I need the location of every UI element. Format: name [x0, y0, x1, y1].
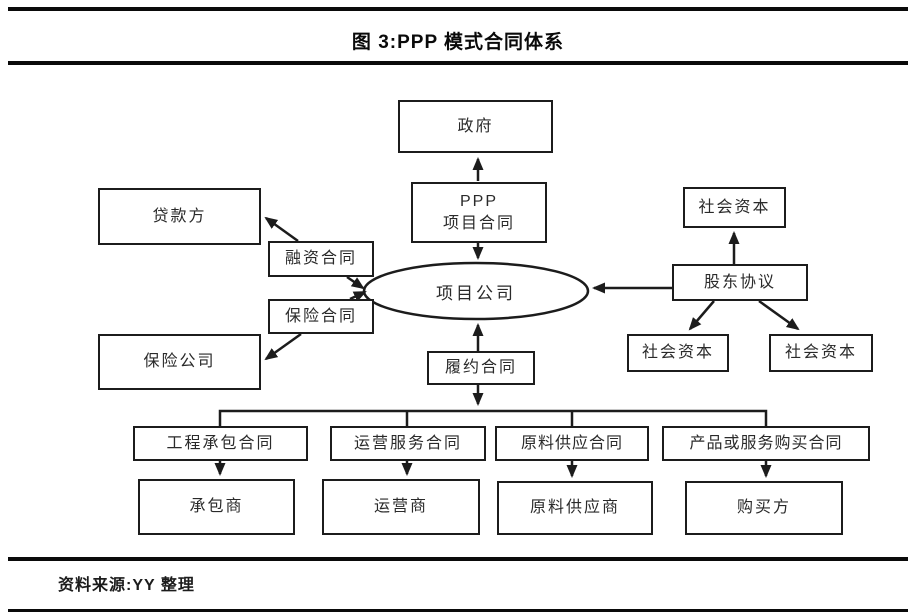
arrow-financing-to-project-company — [346, 275, 365, 290]
bottom-connector-rail — [218, 409, 768, 426]
footer-top-rule — [8, 557, 908, 561]
node-product-service-purchase-contract: 产品或服务购买合同 — [662, 426, 870, 461]
arrow-insurance-to-insurance-company — [264, 332, 302, 361]
node-project-company: 项目公司 — [436, 283, 516, 303]
node-social-capital-right: 社会资本 — [769, 334, 873, 372]
node-social-capital-top: 社会资本 — [683, 187, 786, 228]
footer-bottom-rule — [8, 609, 908, 612]
arrow-financing-to-lender — [264, 216, 299, 243]
title-bottom-rule — [8, 61, 908, 65]
node-insurance-contract: 保险合同 — [268, 299, 374, 334]
node-social-capital-left: 社会资本 — [627, 334, 729, 372]
node-material-supplier: 原料供应商 — [497, 481, 653, 535]
node-shareholder-agreement: 股东协议 — [672, 264, 808, 301]
arrow-insurance-to-project-company — [349, 290, 367, 302]
node-contractor: 承包商 — [138, 479, 295, 535]
node-insurance-company: 保险公司 — [98, 334, 261, 390]
source-note: 资料来源:YY 整理 — [58, 577, 195, 594]
node-operation-service-contract: 运营服务合同 — [330, 426, 486, 461]
ppp-project-contract-label: PPP 项目合同 — [442, 192, 515, 232]
node-financing-contract: 融资合同 — [268, 241, 374, 277]
figure-title: 图 3:PPP 模式合同体系 — [351, 32, 565, 53]
arrow-shareholder-to-social-right — [758, 299, 800, 331]
node-lender: 贷款方 — [98, 188, 261, 245]
node-operator: 运营商 — [322, 479, 480, 535]
node-performance-contract: 履约合同 — [427, 351, 535, 385]
node-government: 政府 — [398, 100, 553, 153]
node-ppp-project-contract: PPP 项目合同 — [411, 182, 547, 243]
node-construction-contract: 工程承包合同 — [133, 426, 308, 461]
top-rule — [8, 7, 908, 11]
arrow-shareholder-to-social-left — [688, 300, 715, 331]
node-material-supply-contract: 原料供应合同 — [495, 426, 649, 461]
node-buyer: 购买方 — [685, 481, 843, 535]
